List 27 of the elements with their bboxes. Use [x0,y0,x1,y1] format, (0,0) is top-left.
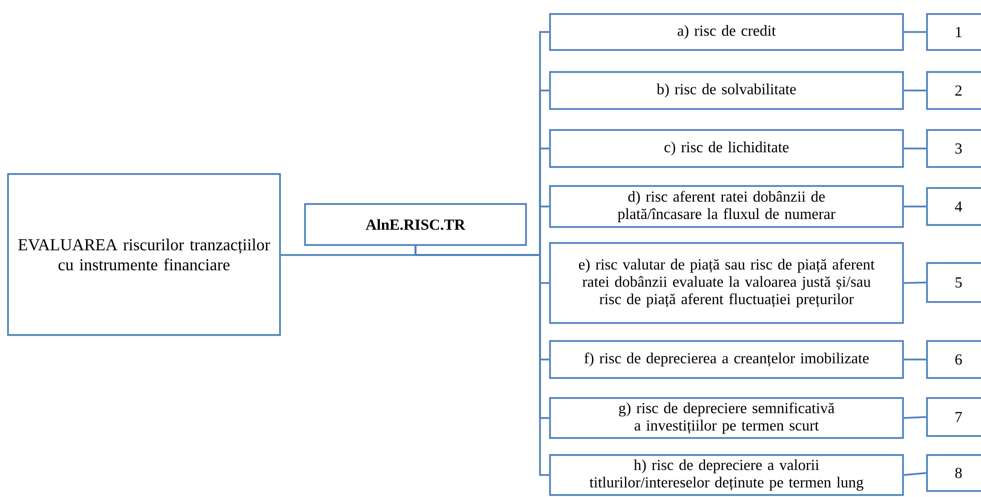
connector-line [904,416,926,419]
risk-box: e) risc valutar de piață sau risc de piață aferent ratei dobânzii evaluate la valoarea justă și/sau risc de piață aferent fluctuației prețurilor [549,242,904,324]
risk-box: f) risc de deprecierea a creanțelor imobilizate [549,340,904,379]
connector-line [904,472,926,476]
risk-box: c) risc de lichiditate [549,129,904,168]
number-box: 4 [926,187,981,226]
connector-line [904,358,926,360]
connector-line [904,148,926,150]
risk-box: g) risc de depreciere semnificativă a investițiilor pe termen scurt [549,397,904,439]
connector-line [414,246,550,476]
number-box: 3 [926,129,981,168]
number-box: 1 [926,13,981,51]
code-box: AlnE.RISC.TR [304,203,527,246]
number-box: 5 [926,262,981,303]
main-box: EVALUAREA riscurilor tranzacțiilor cu instrumente financiare [7,173,281,336]
risk-box: b) risc de solvabilitate [549,71,904,110]
connector-line [904,282,926,284]
number-box: 8 [926,454,981,492]
risk-box: d) risc aferent ratei dobânzii de plată/încasare la fluxul de numerar [549,185,904,228]
number-box: 6 [926,340,981,379]
risk-box: h) risc de depreciere a valorii titlurilor/intereselor deținute pe termen lung [549,454,904,496]
risk-box: a) risc de credit [549,13,904,51]
number-box: 7 [926,397,981,437]
number-box: 2 [926,71,981,110]
connector-line [904,31,926,33]
connector-line [904,206,926,208]
connector-line [904,90,926,92]
